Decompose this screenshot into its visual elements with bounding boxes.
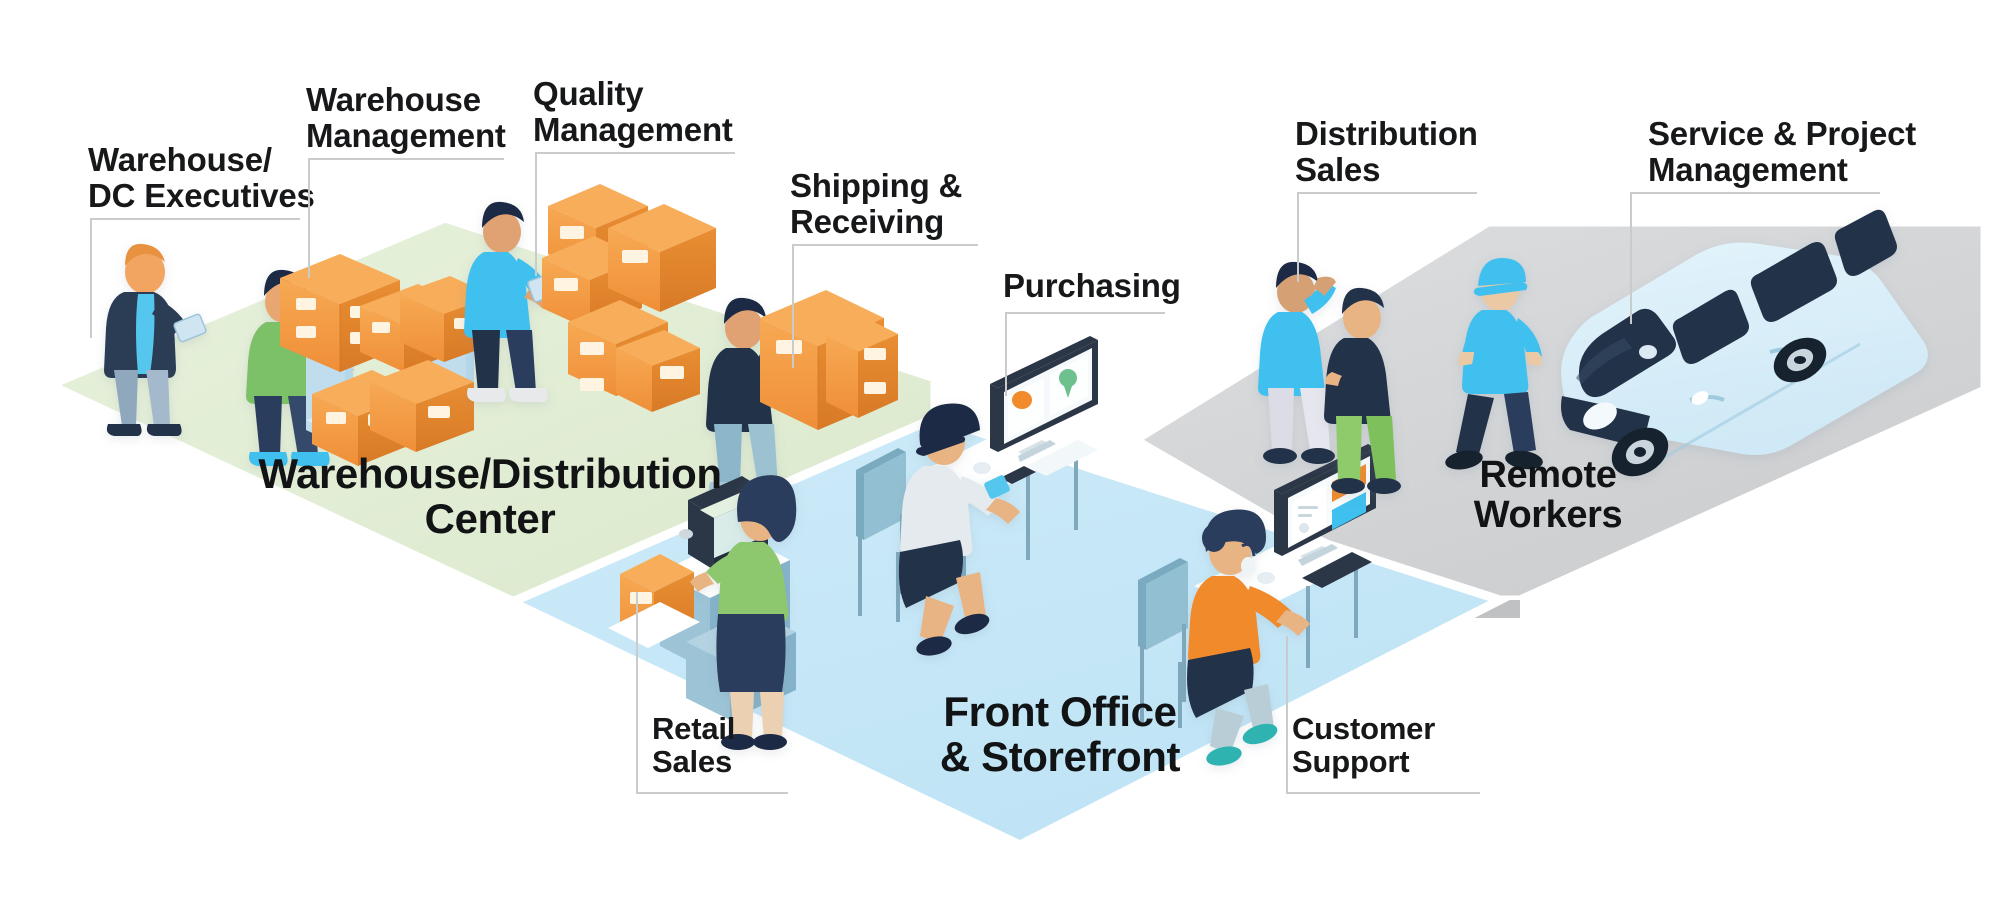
callout-warehouse-management-label: Warehouse Management — [306, 81, 506, 154]
shipping-carton-small — [826, 318, 898, 418]
retail-package-on-counter — [608, 554, 700, 648]
callout-warehouse-dc-executives-underline — [90, 218, 300, 220]
carton-row-middle-shelf-2 — [400, 276, 494, 362]
callout-purchasing-underline — [1005, 312, 1165, 314]
callout-warehouse-dc-executives-label: Warehouse/ DC Executives — [88, 141, 315, 214]
service-van — [1561, 209, 1928, 477]
callout-shipping-receiving-label: Shipping & Receiving — [790, 167, 963, 240]
callout-warehouse-management-underline — [308, 158, 504, 160]
callout-retail-sales-label: Retail Sales — [652, 711, 736, 780]
inspector-with-tablet — [464, 201, 563, 402]
callout-warehouse-dc-executives-leader — [90, 218, 92, 338]
purchasing-agent — [898, 403, 1020, 656]
support-keyboard — [1257, 552, 1372, 588]
callout-distribution-sales-leader — [1297, 192, 1299, 282]
callout-purchasing-leader — [1005, 312, 1007, 396]
platform-title-front-office: Front Office & Storefront — [939, 688, 1181, 780]
executive-with-tablet — [104, 243, 207, 436]
callout-distribution-sales-underline — [1297, 192, 1477, 194]
callout-customer-support-label: Customer Support — [1292, 711, 1436, 780]
platform-title-remote: Remote Workers — [1473, 454, 1623, 537]
callout-purchasing-label: Purchasing — [1003, 267, 1181, 304]
callout-customer-support-underline — [1286, 792, 1480, 794]
callout-quality-management-leader — [535, 152, 537, 276]
sales-rep-standing — [1324, 287, 1401, 494]
callout-warehouse-management-leader — [308, 158, 310, 278]
callout-service-project-management-label: Service & Project Management — [1648, 115, 1917, 188]
purchasing-monitor — [990, 336, 1098, 462]
support-agent — [1187, 509, 1310, 766]
callout-shipping-receiving-underline — [792, 244, 978, 246]
carton-row-lower-shelf-2 — [370, 360, 474, 452]
callout-retail-sales-underline — [636, 792, 788, 794]
callout-retail-sales-leader — [636, 592, 638, 792]
quality-carton-cluster — [542, 184, 716, 412]
callout-service-project-management-leader — [1630, 192, 1632, 324]
callout-quality-management-label: Quality Management — [533, 75, 733, 148]
field-technician-walking — [1445, 258, 1543, 470]
callout-service-project-management-underline — [1630, 192, 1880, 194]
purchasing-keyboard — [973, 440, 1098, 484]
sales-rep-on-phone — [1258, 261, 1336, 464]
platform-title-warehouse: Warehouse/Distribution Center — [258, 450, 722, 542]
callout-distribution-sales-label: Distribution Sales — [1295, 115, 1478, 188]
callout-quality-management-underline — [535, 152, 735, 154]
callout-shipping-receiving-leader — [792, 244, 794, 368]
support-chair — [1138, 558, 1188, 728]
callout-customer-support-leader — [1286, 636, 1288, 792]
retail-clerk — [690, 475, 797, 750]
